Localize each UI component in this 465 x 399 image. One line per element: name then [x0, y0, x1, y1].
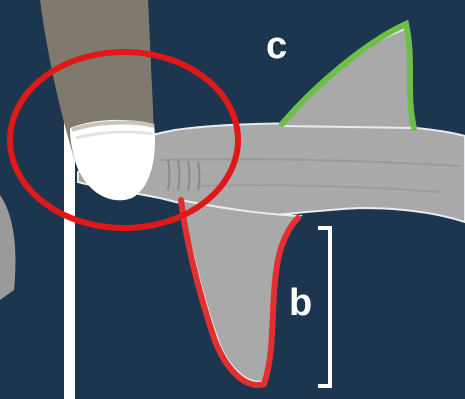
label-b: b: [289, 282, 312, 324]
label-c: c: [266, 25, 287, 67]
